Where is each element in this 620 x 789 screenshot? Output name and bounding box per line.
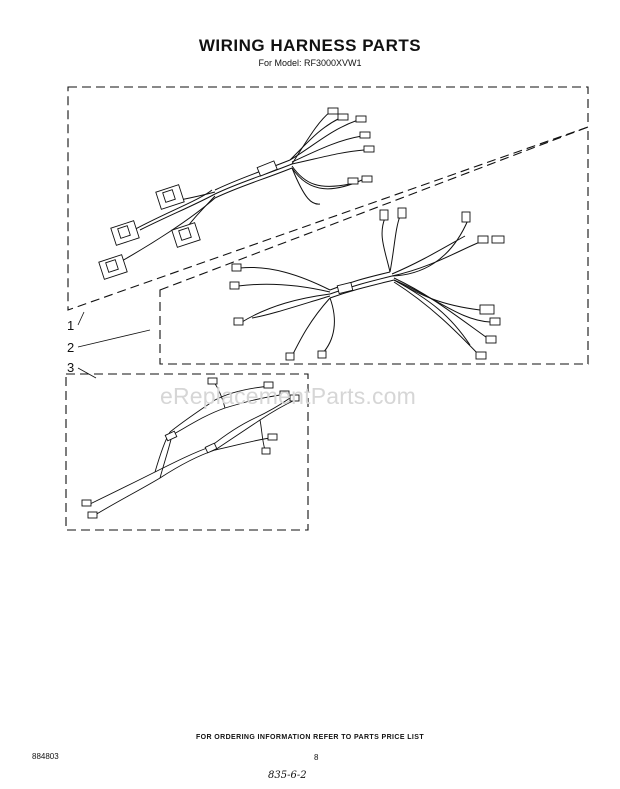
harness-1-drawing [98, 107, 375, 280]
page-number: 8 [314, 753, 319, 762]
callout-2-label: 2 [67, 340, 75, 355]
harness-3-drawing [81, 377, 300, 519]
harness-2-frame [159, 126, 589, 365]
callout-1-leader [77, 311, 85, 326]
callout-2-leader [77, 329, 151, 348]
harness-2-drawing [229, 207, 505, 361]
callout-3-leader [77, 367, 97, 379]
document-code: 884803 [32, 752, 59, 761]
harness-1-frame [67, 86, 589, 311]
handwritten-note: 835-6-2 [268, 770, 307, 781]
callout-1-label: 1 [67, 318, 75, 333]
model-subtitle: For Model: RF3000XVW1 [258, 58, 362, 68]
ordering-note: FOR ORDERING INFORMATION REFER TO PARTS … [195, 734, 425, 741]
callout-3-label: 3 [67, 360, 75, 375]
page-title: WIRING HARNESS PARTS [198, 36, 422, 55]
harness-3-frame [65, 373, 309, 531]
watermark: eReplacementParts.com [160, 383, 417, 409]
